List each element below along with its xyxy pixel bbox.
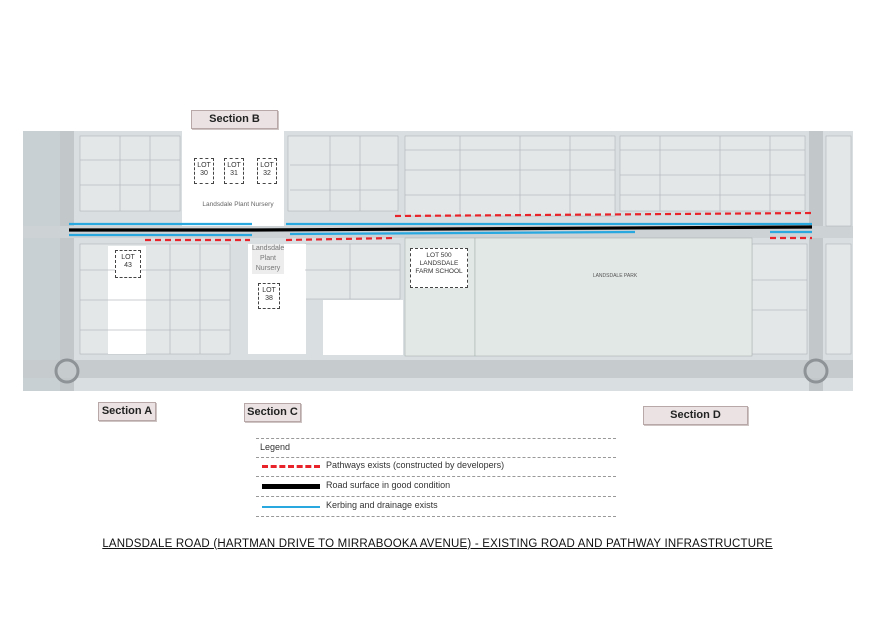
south-lots xyxy=(79,243,852,355)
park-label: LANDSDALE PARK xyxy=(592,273,638,279)
section-a-label: Section A xyxy=(98,402,156,421)
legend-item-road: Road surface in good condition xyxy=(256,477,616,497)
pathway-swatch-icon xyxy=(262,465,320,468)
section-d-label: Section D xyxy=(643,406,748,425)
north-lots xyxy=(79,135,852,227)
road-swatch-icon xyxy=(262,484,320,489)
legend-label-pathway: Pathways exists (constructed by develope… xyxy=(326,460,505,470)
pathway-south-middle xyxy=(285,236,396,242)
legend-item-pathway: Pathways exists (constructed by develope… xyxy=(256,457,616,477)
legend-item-kerbing: Kerbing and drainage exists xyxy=(256,497,616,517)
section-b-label: Section B xyxy=(191,110,278,129)
street-grid xyxy=(80,136,807,354)
road-mirrabooka-avenue xyxy=(809,131,823,391)
roundabout-east xyxy=(803,358,829,384)
lot-32-marker: LOT 32 xyxy=(257,158,277,184)
map-strip-left xyxy=(23,131,65,391)
lot-30-marker: LOT 30 xyxy=(194,158,214,184)
legend-title-row: Legend xyxy=(256,438,616,458)
road-south xyxy=(23,360,853,378)
legend-label-road: Road surface in good condition xyxy=(326,480,451,490)
vacant-site xyxy=(323,300,403,355)
lot-43-marker: LOT 43 xyxy=(115,250,141,278)
road-hartman-drive xyxy=(60,131,74,391)
nursery-north-label: Landsdale Plant Nursery xyxy=(192,201,284,208)
road-surface-east xyxy=(251,225,813,232)
roundabout-west xyxy=(54,358,80,384)
kerbing-south-east xyxy=(289,230,636,236)
nursery-south-label: Landsdale Plant Nursery xyxy=(252,244,285,274)
legend: Legend Pathways exists (constructed by d… xyxy=(256,438,616,526)
section-c-label: Section C xyxy=(244,403,301,422)
map-caption: LANDSDALE ROAD (HARTMAN DRIVE TO MIRRABO… xyxy=(102,538,773,550)
lot-31-marker: LOT 31 xyxy=(224,158,244,184)
lot-38-marker: LOT 38 xyxy=(258,283,280,309)
farm-school-marker: LOT 500 LANDSDALE FARM SCHOOL xyxy=(410,248,468,288)
legend-label-kerbing: Kerbing and drainage exists xyxy=(326,500,438,510)
landsdale-park-area xyxy=(474,237,753,357)
legend-title: Legend xyxy=(260,442,291,452)
kerbing-swatch-icon xyxy=(262,506,320,508)
